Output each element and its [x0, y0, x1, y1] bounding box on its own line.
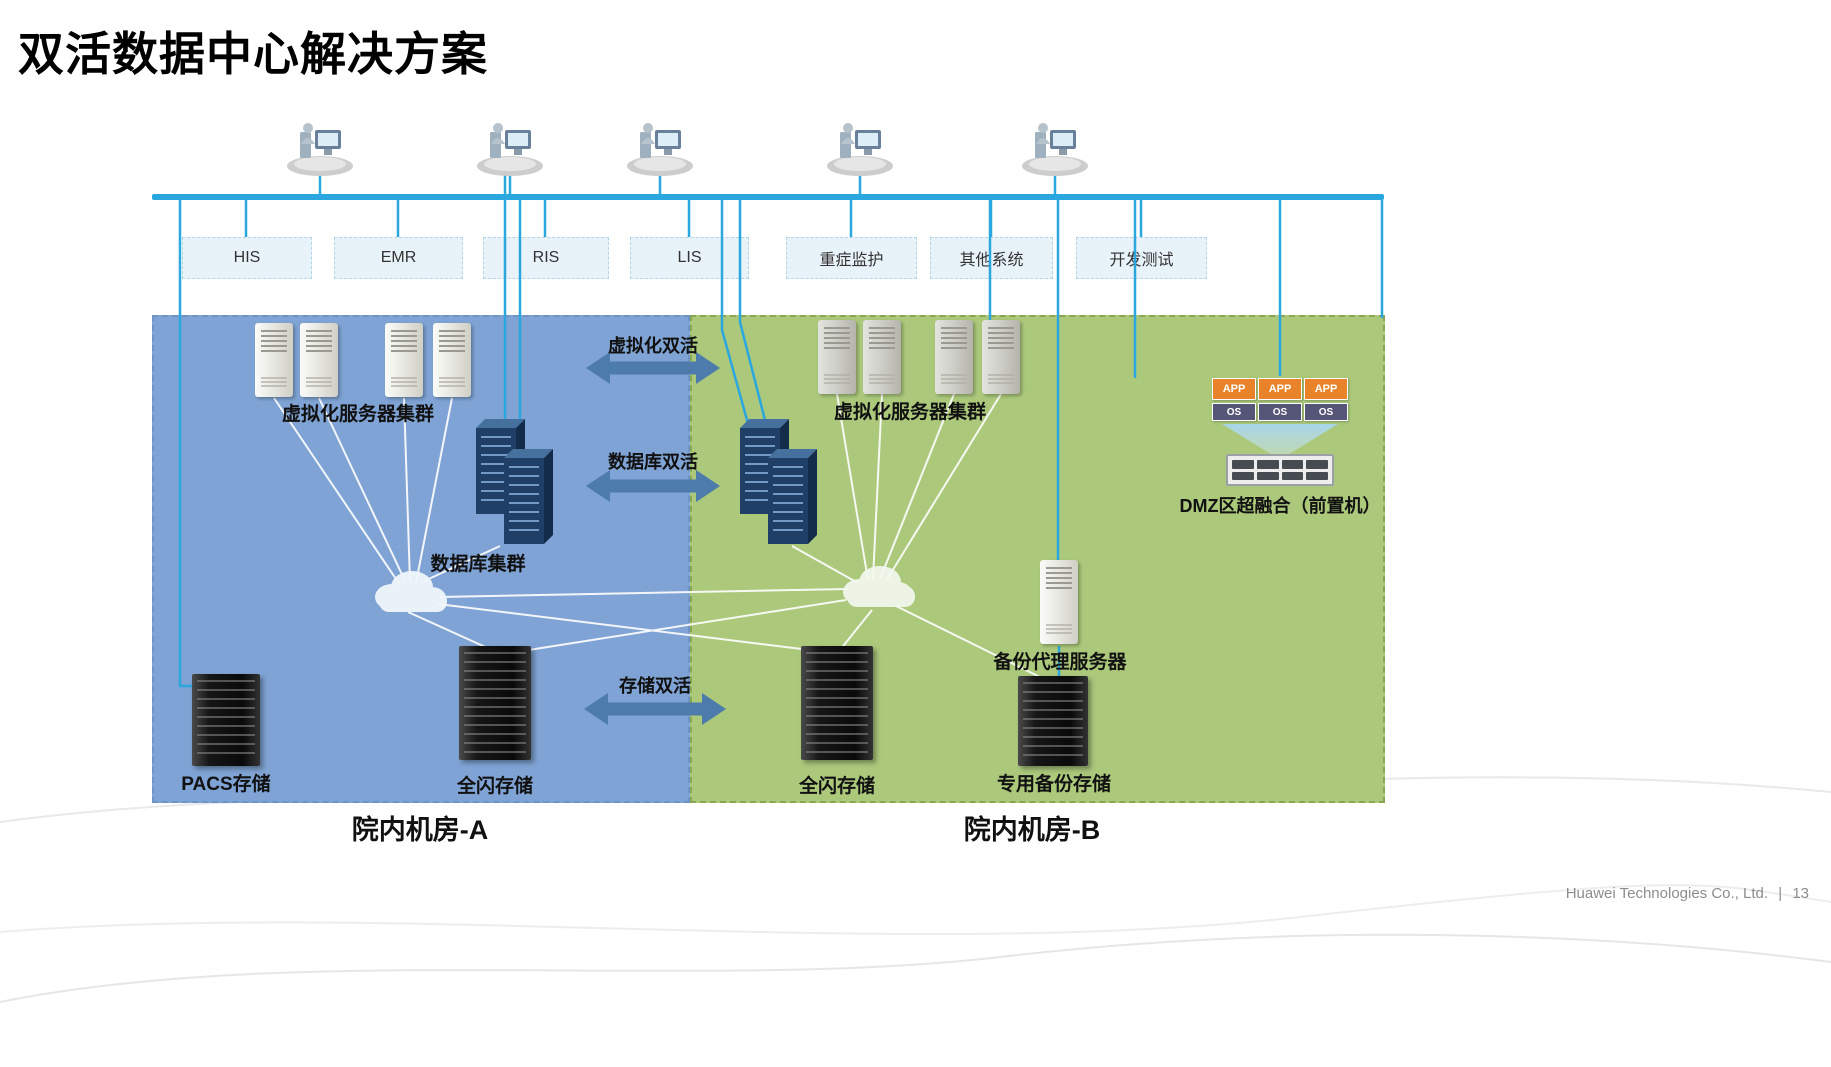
dmz-app-box: APP	[1304, 378, 1348, 400]
region-a-name: 院内机房-A	[351, 815, 489, 845]
client-workstation-icon	[282, 118, 358, 178]
flash-storage-b-label: 全闪存储	[798, 776, 875, 797]
sync-arrows	[584, 352, 726, 725]
dmz-app-box: APP	[1212, 378, 1256, 400]
pacs-storage-rack-icon	[192, 674, 260, 766]
footer: Huawei Technologies Co., Ltd. | 13	[1560, 885, 1809, 902]
db-server-icon	[768, 458, 808, 544]
client-workstation-icon	[822, 118, 898, 178]
dmz-node: APP OS	[1304, 378, 1348, 421]
db-server-icon	[504, 458, 544, 544]
vm-server-tower-icon	[982, 320, 1020, 394]
app-box-devtest: 开发测试	[1076, 237, 1207, 279]
hyperconverged-device-icon	[1226, 454, 1334, 486]
network-bus-line	[152, 194, 1384, 200]
vm-cluster-b-label: 虚拟化服务器集群	[833, 402, 986, 423]
dmz-label: DMZ区超融合（前置机）	[1179, 496, 1381, 516]
dmz-node: APP OS	[1212, 378, 1256, 421]
db-cluster-a-label: 数据库集群	[430, 554, 526, 575]
vm-server-tower-icon	[433, 323, 471, 397]
app-box-icu: 重症监护	[786, 237, 917, 279]
dmz-os-box: OS	[1258, 403, 1302, 421]
sync-arrow-virtualization	[586, 352, 720, 384]
page-title: 双活数据中心解决方案	[18, 28, 488, 80]
flash-storage-a-rack-icon	[459, 646, 531, 760]
sync-label-storage: 存储双活	[619, 676, 691, 696]
sync-label-virtualization: 虚拟化双活	[608, 336, 698, 356]
dmz-app-box: APP	[1258, 378, 1302, 400]
backup-storage-label: 专用备份存储	[996, 774, 1111, 795]
dmz-node: APP OS	[1258, 378, 1302, 421]
client-workstation-icon	[622, 118, 698, 178]
app-box-emr: EMR	[334, 237, 463, 279]
flash-storage-b-rack-icon	[801, 646, 873, 760]
client-workstation-icon	[472, 118, 548, 178]
app-box-other: 其他系统	[930, 237, 1053, 279]
vm-cluster-a-label: 虚拟化服务器集群	[281, 404, 434, 425]
client-workstation-icon	[1017, 118, 1093, 178]
sync-label-database: 数据库双活	[608, 452, 698, 472]
flash-storage-a-label: 全闪存储	[456, 776, 533, 797]
sync-arrow-database	[586, 470, 720, 502]
backup-proxy-server-icon	[1040, 560, 1078, 644]
cloud-icon	[375, 571, 447, 612]
cloud-icon	[843, 566, 915, 607]
vm-server-tower-icon	[385, 323, 423, 397]
vm-server-tower-icon	[255, 323, 293, 397]
backup-proxy-label: 备份代理服务器	[993, 652, 1127, 673]
vm-server-tower-icon	[818, 320, 856, 394]
footer-separator: |	[1778, 885, 1783, 902]
app-box-his: HIS	[182, 237, 312, 279]
region-b-name: 院内机房-B	[963, 815, 1101, 845]
footer-company: Huawei Technologies Co., Ltd.	[1565, 885, 1769, 902]
dmz-os-box: OS	[1212, 403, 1256, 421]
fabric-links	[273, 393, 1047, 681]
pacs-storage-label: PACS存储	[181, 774, 271, 795]
vm-server-tower-icon	[863, 320, 901, 394]
vm-server-tower-icon	[935, 320, 973, 394]
vm-server-tower-icon	[300, 323, 338, 397]
backup-storage-rack-icon	[1018, 676, 1088, 766]
network-links	[178, 165, 1384, 688]
dmz-os-box: OS	[1304, 403, 1348, 421]
footer-page-number: 13	[1792, 885, 1809, 902]
app-box-lis: LIS	[630, 237, 749, 279]
sync-arrow-storage	[584, 693, 726, 725]
